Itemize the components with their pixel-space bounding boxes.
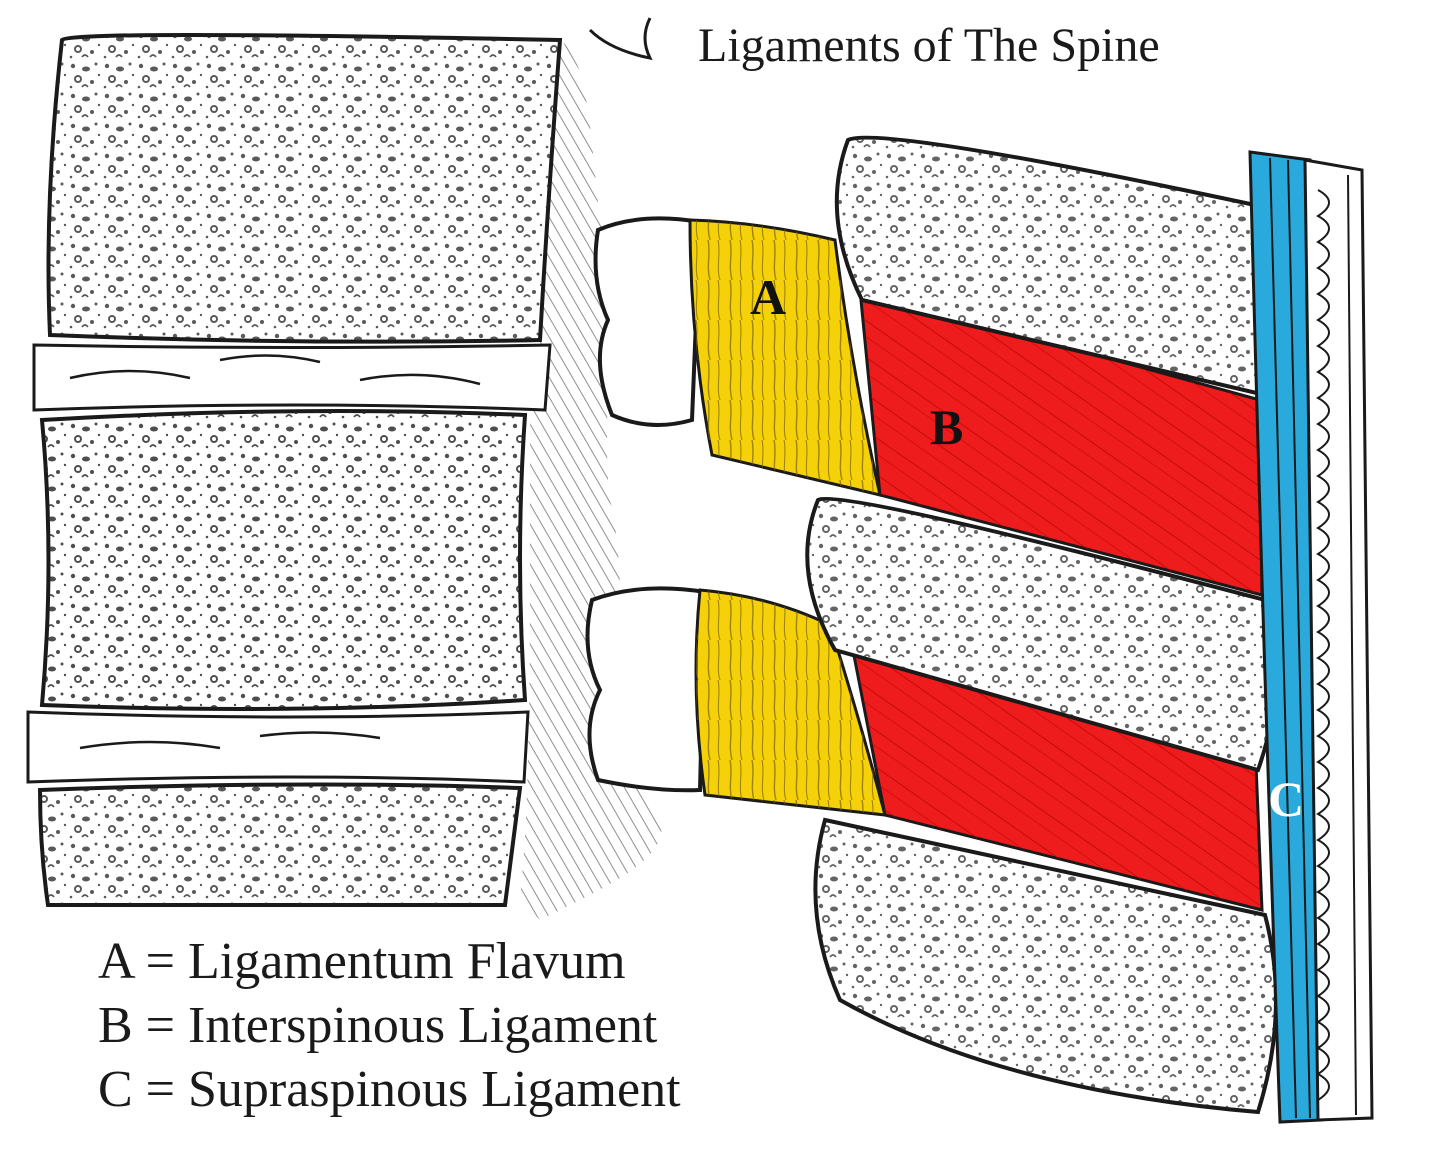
articular-processes: [585, 216, 708, 793]
upper-disc: [32, 343, 552, 412]
upper-articular-process: [593, 216, 703, 427]
ligamentum-flavum-a-lower: [694, 588, 888, 817]
label-a: A: [750, 269, 787, 325]
vertebral-bodies: [26, 33, 563, 907]
legend-item-a: A = Ligamentum Flavum: [98, 933, 626, 990]
ligamentum-flavum-a: [688, 218, 882, 498]
skin-layer: [1303, 158, 1374, 1122]
legend-item-b: B = Interspinous Ligament: [98, 997, 658, 1054]
label-c: C: [1268, 771, 1305, 827]
spinous-processes: [805, 135, 1278, 1115]
figure-title: Ligaments of The Spine: [698, 19, 1160, 72]
legend: A = Ligamentum Flavum B = Interspinous L…: [98, 930, 681, 1122]
legend-item-c: C = Supraspinous Ligament: [98, 1061, 681, 1118]
label-b: B: [930, 399, 964, 455]
lower-disc: [26, 710, 530, 784]
lower-articular-process: [585, 586, 708, 793]
